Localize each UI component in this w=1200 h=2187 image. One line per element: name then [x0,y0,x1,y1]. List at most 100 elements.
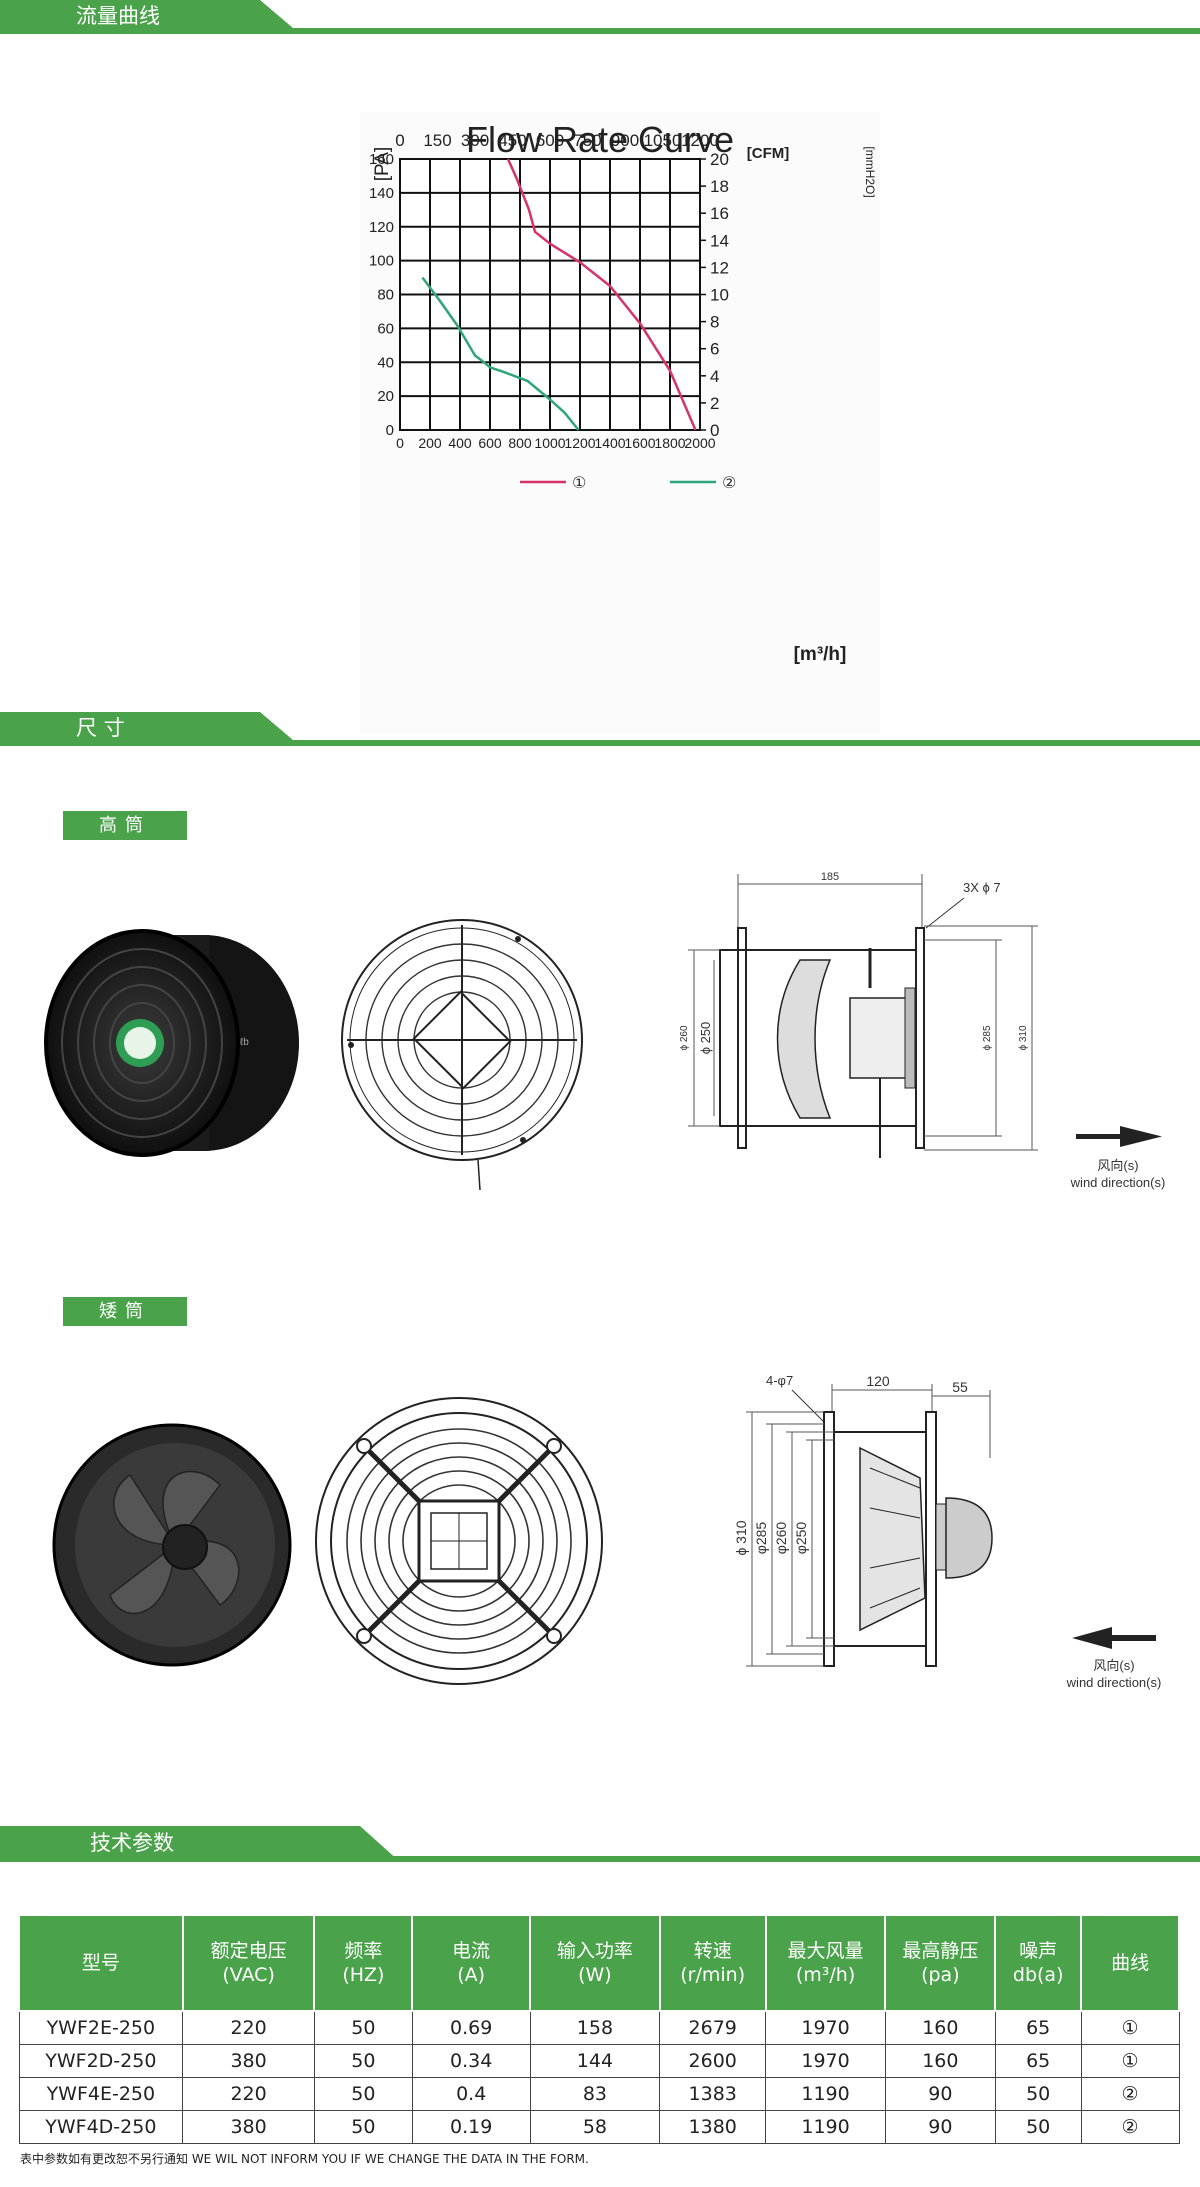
short-fan-side-drawing: 4-φ7 120 55 ϕ 310 φ285 φ260 φ250 风向(s) w… [733,1373,1161,1690]
table-header-cell: 电流(A) [411,1914,532,2012]
x-top-tick-label: 1050 [644,131,682,150]
table-cell: 220 [182,2010,315,2045]
spec-table: 型号额定电压(VAC)频率(HZ)电流(A)输入功率(W)转速(r/min)最大… [18,1914,1180,2144]
section-header-flow: 流量曲线 [0,0,1200,34]
x-top-tick-label: 900 [611,131,639,150]
header-unit: (VAC) [222,1964,275,1986]
table-cell: 50 [994,2077,1082,2111]
flow-chart-panel: Flow Rate Curve [CFM] [PA] [mmH2O] [m³/h… [360,112,880,734]
header-unit: (HZ) [342,1964,385,1986]
table-cell: ① [1080,2010,1180,2045]
table-cell: 380 [182,2110,315,2144]
table-header-cell: 最高静压(pa) [884,1914,997,2012]
x-tick-label: 1400 [594,435,625,451]
x-tick-label: 600 [478,435,502,451]
y-right-tick-label: 4 [710,367,719,386]
table-cell: 160 [884,2044,996,2078]
table-cell: 50 [313,2044,413,2078]
table-cell: 1380 [659,2110,767,2144]
legend-label-1: ① [572,475,586,492]
wind-label-en-tall: wind direction(s) [1070,1175,1166,1190]
table-header-cell: 型号 [18,1914,184,2012]
chart-ylabel-right: [mmH2O] [863,146,877,197]
x-top-tick-label: 150 [423,131,451,150]
table-header-cell: 频率(HZ) [313,1914,414,2012]
table-header-cell: 最大风量(m³/h) [764,1914,887,2012]
table-cell: 380 [182,2044,315,2078]
y-tick-label: 20 [377,388,394,405]
dim-d260-tall: ϕ 260 [680,1025,690,1051]
y-tick-label: 160 [369,151,394,168]
y-right-tick-label: 16 [710,204,729,223]
fan-hub [162,1524,208,1570]
y-tick-label: 140 [369,185,394,202]
y-tick-label: 120 [369,219,394,236]
x-tick-label: 800 [508,435,532,451]
header-label: 曲线 [1111,1952,1150,1974]
header-label: 频率 [344,1940,383,1962]
header-unit: (W) [578,1964,612,1986]
table-header-cell: 转速(r/min) [658,1914,767,2012]
section-title-flow: 流量曲线 [0,0,300,34]
dim-d310-tall: ϕ 310 [1018,1025,1029,1051]
table-cell: YWF2E-250 [18,2010,184,2045]
table-header-cell: 输入功率(W) [529,1914,661,2012]
wind-arrow-right-icon [1076,1126,1162,1147]
dim-d250-short: φ250 [793,1522,809,1555]
y-right-tick-label: 10 [710,286,729,305]
y-tick-label: 40 [377,354,394,371]
dim-d285-tall: ϕ 285 [982,1025,993,1051]
y-tick-label: 60 [377,320,394,337]
wind-arrow-left-icon [1072,1627,1156,1649]
table-cell: YWF4E-250 [18,2077,184,2111]
chart-series-group [421,158,697,431]
chart-title: Flow Rate Curve [466,119,734,160]
table-cell: 1383 [659,2077,767,2111]
table-cell: 2679 [659,2010,767,2045]
dim-d310-short: ϕ 310 [733,1520,749,1555]
section-underline [0,28,1200,34]
y-tick-label: 80 [377,287,394,304]
table-cell: 90 [884,2077,996,2111]
table-cell: 50 [994,2110,1082,2144]
y-right-tick-label: 6 [710,340,719,359]
y-tick-label: 100 [369,253,394,270]
section-title-tech: 技术参数 [0,1826,400,1862]
table-cell: YWF2D-250 [18,2044,184,2078]
dim-holes-short: 4-φ7 [766,1373,793,1388]
y-right-tick-label: 14 [710,231,729,250]
x-top-tick-label: 0 [395,131,404,150]
section-header-tech: 技术参数 [0,1826,1200,1862]
x-tick-label: 200 [418,435,442,451]
legend-label-2: ② [722,475,736,492]
x-top-tick-label: 1200 [681,131,719,150]
tall-fan-photo: ℓb [44,929,299,1157]
x-top-tick-label: 450 [498,131,526,150]
header-label: 噪声 [1019,1940,1058,1962]
table-cell: 220 [182,2077,315,2111]
fan-guard-rings [61,948,223,1138]
chart-grid [399,158,706,431]
y-tick-label: 0 [386,422,394,439]
table-cell: ② [1080,2110,1180,2144]
table-cell: 50 [313,2110,413,2144]
y-right-tick-label: 2 [710,394,719,413]
table-cell: 1970 [765,2044,886,2078]
fan-logo-center [124,1027,156,1059]
disclaimer-note: 表中参数如有更改恕不另行通知 WE WIL NOT INFORM YOU IF … [20,2152,589,2166]
series-line-1 [506,158,697,431]
section-underline [0,1856,1200,1862]
table-cell: 0.69 [411,2010,531,2045]
table-header-row: 型号额定电压(VAC)频率(HZ)电流(A)输入功率(W)转速(r/min)最大… [18,1914,1180,2012]
dim-holes-tall: 3X ϕ 7 [963,880,1001,895]
header-label: 额定电压 [210,1940,287,1962]
header-label: 最高静压 [902,1940,979,1962]
table-header-cell: 额定电压(VAC) [181,1914,316,2012]
short-fan-front-drawing [315,1397,603,1685]
